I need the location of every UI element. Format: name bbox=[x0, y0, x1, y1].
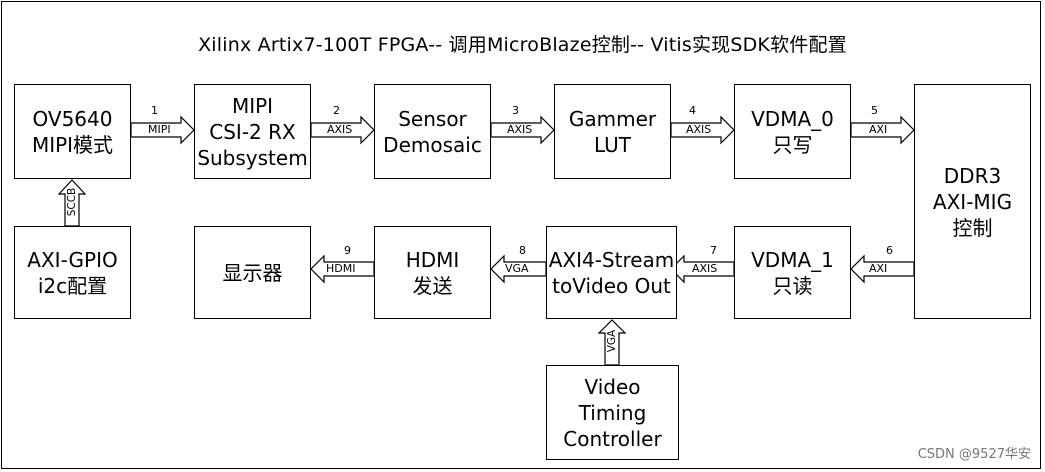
sensor-demosaic-block: Sensor Demosaic bbox=[374, 84, 491, 179]
link-label-5: AXI bbox=[869, 123, 888, 136]
mipi-csi-line-2: CSI-2 RX bbox=[209, 119, 296, 144]
mipi-csi-line-3: Subsystem bbox=[197, 145, 308, 170]
vdma0-line-2: 只写 bbox=[772, 132, 813, 157]
axi4-stream-line-2: toVideo Out bbox=[552, 273, 671, 298]
sccb-arrow bbox=[57, 179, 87, 227]
vdma1-line-1: VDMA_1 bbox=[751, 247, 834, 272]
vdma1-line-2: 只读 bbox=[772, 273, 813, 298]
axi-gpio-block: AXI-GPIO i2c配置 bbox=[14, 226, 131, 319]
link-label-9: HDMI bbox=[326, 262, 356, 275]
sensor-demosaic-line-2: Demosaic bbox=[383, 132, 482, 157]
link-number-4: 4 bbox=[689, 104, 696, 117]
vtc-line-3: Controller bbox=[563, 426, 662, 451]
sccb-label: SCCB bbox=[66, 187, 78, 217]
ov5640-line-2: MIPI模式 bbox=[31, 132, 114, 157]
vtc-line-2: Timing bbox=[578, 400, 647, 425]
link-number-5: 5 bbox=[871, 104, 878, 117]
ov5640-line-1: OV5640 bbox=[32, 106, 113, 131]
hdmi-tx-block: HDMI 发送 bbox=[374, 226, 491, 319]
link-label-1: MIPI bbox=[148, 123, 171, 136]
link-arrow-8 bbox=[490, 254, 547, 284]
vtc-line-1: Video bbox=[584, 374, 641, 399]
link-number-9: 9 bbox=[344, 244, 351, 257]
link-number-3: 3 bbox=[512, 104, 519, 117]
sensor-demosaic-line-1: Sensor bbox=[398, 106, 467, 131]
link-number-8: 8 bbox=[519, 244, 526, 257]
link-number-2: 2 bbox=[333, 104, 340, 117]
link-arrow-3 bbox=[490, 115, 555, 145]
link-arrow-6 bbox=[850, 254, 915, 284]
link-label-3: AXIS bbox=[507, 123, 533, 136]
ddr3-mig-block: DDR3 AXI-MIG 控制 bbox=[914, 84, 1031, 319]
diagram-title: Xilinx Artix7-100T FPGA-- 调用MicroBlaze控制… bbox=[198, 34, 847, 56]
display-block: 显示器 bbox=[194, 226, 311, 319]
link-number-7: 7 bbox=[710, 244, 717, 257]
axi4-stream-video-out-block: AXI4-Stream toVideo Out bbox=[546, 226, 677, 319]
vdma1-block: VDMA_1 只读 bbox=[734, 226, 851, 319]
hdmi-line-1: HDMI bbox=[405, 247, 460, 272]
link-arrow-7 bbox=[670, 254, 735, 284]
axi-gpio-line-2: i2c配置 bbox=[37, 273, 108, 298]
link-number-1: 1 bbox=[151, 104, 158, 117]
vdma0-line-1: VDMA_0 bbox=[751, 106, 834, 131]
ov5640-block: OV5640 MIPI模式 bbox=[14, 84, 131, 179]
gammer-lut-line-2: LUT bbox=[593, 132, 631, 157]
ddr3-line-2: AXI-MIG bbox=[932, 189, 1013, 214]
axi-gpio-line-1: AXI-GPIO bbox=[27, 247, 118, 272]
link-label-7: AXIS bbox=[692, 262, 718, 275]
link-arrow-1 bbox=[130, 115, 195, 145]
vga-timing-arrow bbox=[597, 319, 627, 366]
link-arrow-5 bbox=[850, 115, 915, 145]
csdn-watermark: CSDN @9527华安 bbox=[917, 447, 1031, 462]
ddr3-line-1: DDR3 bbox=[943, 163, 1002, 188]
link-arrow-2 bbox=[310, 115, 375, 145]
link-arrow-9 bbox=[310, 254, 375, 284]
vga-timing-label: VGA bbox=[606, 329, 618, 353]
link-arrow-4 bbox=[670, 115, 735, 145]
gammer-lut-block: Gammer LUT bbox=[554, 84, 671, 179]
link-label-4: AXIS bbox=[686, 123, 712, 136]
link-number-6: 6 bbox=[886, 244, 893, 257]
mipi-csi-line-1: MIPI bbox=[231, 93, 274, 118]
vdma0-block: VDMA_0 只写 bbox=[734, 84, 851, 179]
display-line-1: 显示器 bbox=[222, 260, 283, 285]
ddr3-line-3: 控制 bbox=[952, 215, 993, 240]
hdmi-line-2: 发送 bbox=[412, 273, 453, 298]
link-label-2: AXIS bbox=[327, 123, 353, 136]
link-label-6: AXI bbox=[869, 262, 888, 275]
gammer-lut-line-1: Gammer bbox=[568, 106, 657, 131]
video-timing-controller-block: Video Timing Controller bbox=[546, 365, 679, 460]
link-label-8: VGA bbox=[505, 262, 529, 275]
mipi-csi-block: MIPI CSI-2 RX Subsystem bbox=[194, 84, 311, 179]
axi4-stream-line-1: AXI4-Stream bbox=[548, 247, 675, 272]
